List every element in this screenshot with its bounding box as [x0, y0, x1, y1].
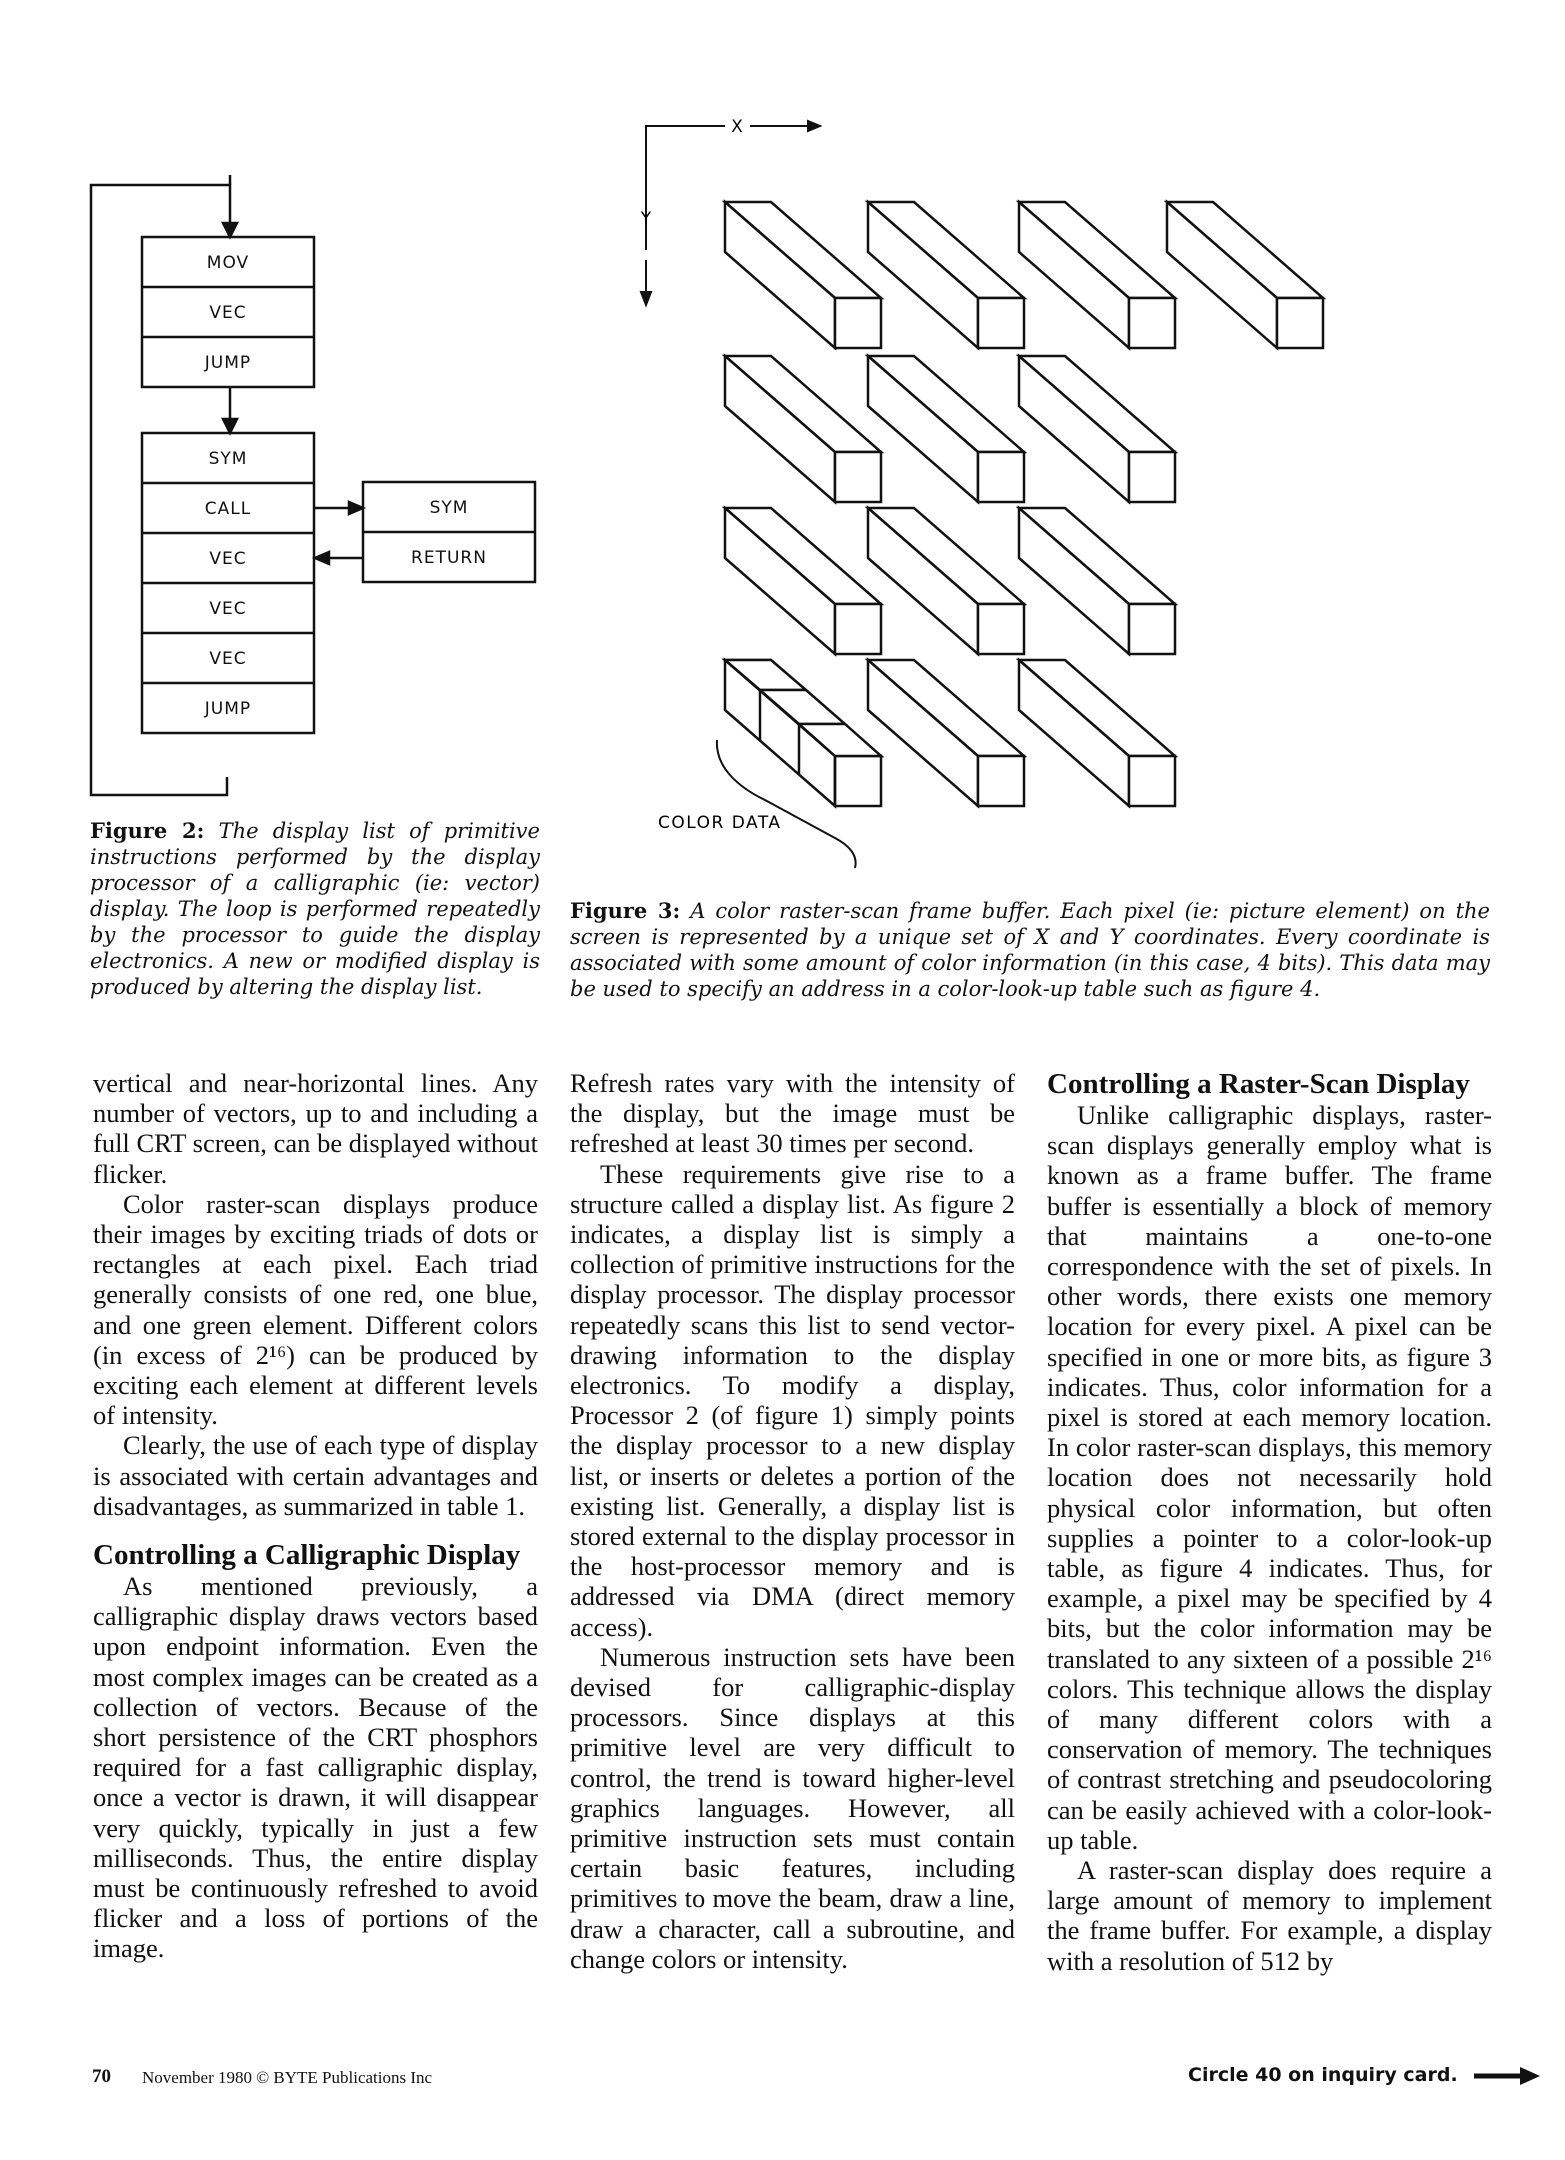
article-column-3: Controlling a Raster-Scan Display Unlike…: [1047, 1068, 1492, 1976]
paragraph: As mentioned previously, a calligraphic …: [93, 1571, 538, 1964]
page-number: 70: [92, 2066, 111, 2087]
figure-2-caption-label: Figure 2:: [90, 818, 205, 843]
figure-2-caption-text: The display list of primitive instructio…: [90, 819, 540, 999]
inquiry-text: Circle 40 on inquiry card.: [1188, 2064, 1458, 2086]
block-mov: MOV: [207, 253, 249, 273]
paragraph: Numerous instruction sets have been devi…: [570, 1641, 1015, 1974]
color-data-label: COLOR DATA: [658, 813, 782, 833]
sub-block-return: RETURN: [411, 548, 487, 568]
paragraph: vertical and near-horizontal lines. Any …: [93, 1068, 538, 1189]
paragraph: Refresh rates vary with the intensity of…: [570, 1068, 1015, 1159]
paragraph: Unlike calligraphic displays, raster-sca…: [1047, 1100, 1492, 1855]
block-vec: VEC: [209, 549, 246, 569]
figure-3-diagram: X Y COLOR DATA: [639, 117, 1325, 869]
paragraph: A raster-scan display does require a lar…: [1047, 1855, 1492, 1976]
paragraph: Color raster-scan displays produce their…: [93, 1188, 538, 1431]
section-heading: Controlling a Calligraphic Display: [93, 1539, 521, 1572]
section-heading: Controlling a Raster-Scan Display: [1047, 1068, 1470, 1100]
block-vec: VEC: [209, 303, 246, 323]
y-axis-label: Y: [640, 209, 652, 229]
block-sym: SYM: [209, 449, 248, 469]
paragraph: These requirements give rise to a struct…: [570, 1158, 1015, 1642]
block-vec: VEC: [209, 599, 246, 619]
publication-info: November 1980 © BYTE Publications Inc: [142, 2068, 433, 2087]
figure-2-caption: Figure 2: The display list of primitive …: [90, 818, 540, 1000]
figure-2-diagram: MOV VEC JUMP SYM CALL VEC VEC VEC JUMP S…: [89, 175, 537, 797]
block-call: CALL: [205, 499, 251, 519]
x-axis-label: X: [731, 117, 743, 137]
article-column-2: Refresh rates vary with the intensity of…: [570, 1068, 1015, 1974]
block-vec: VEC: [209, 649, 246, 669]
block-jump: JUMP: [204, 353, 251, 373]
inquiry-note: Circle 40 on inquiry card.: [1188, 2064, 1542, 2086]
sub-block-sym: SYM: [430, 498, 469, 518]
color-data-cells: [721, 658, 885, 806]
figure-3-caption: Figure 3: A color raster-scan frame buff…: [570, 898, 1490, 1002]
right-arrow-icon: [1474, 2066, 1541, 2085]
figure-3-caption-text: A color raster-scan frame buffer. Each p…: [570, 899, 1490, 1001]
article-column-1: vertical and near-horizontal lines. Any …: [93, 1068, 538, 1964]
figure-3-caption-label: Figure 3:: [570, 898, 681, 923]
paragraph: Clearly, the use of each type of display…: [93, 1430, 538, 1521]
block-jump: JUMP: [204, 699, 251, 719]
